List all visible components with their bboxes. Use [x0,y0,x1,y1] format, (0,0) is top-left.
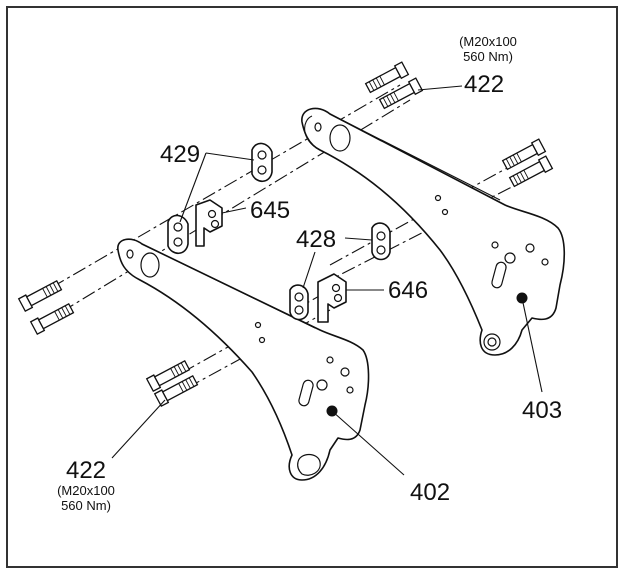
bracket-645 [195,199,223,247]
leader-428-right [344,237,373,241]
bolts-front [145,359,199,408]
plate-403-hole-d [491,241,499,249]
washer-428 [371,222,391,261]
plate-402-slot [298,379,314,407]
plate-403-bottom-boss-inner [487,337,497,347]
plate-403-small-hole [314,122,322,132]
plate-402-small-hole [126,249,134,259]
plate-403-hole-b [525,243,535,253]
leader-422-bottom [111,399,166,459]
label-422-bottom-spec1: (M20x100 [57,483,115,498]
plate-403-body [301,107,566,356]
plate-403-hole-e [434,194,442,202]
bolt-left-2 [29,302,75,336]
leader-429-lower [179,152,207,223]
leader-403 [521,297,543,393]
plate-402-hole-a [316,379,328,391]
plate-403-slot [491,261,507,289]
plate-403-hole-f [441,208,449,216]
leader-645 [221,207,247,214]
plate-402-hole-f [258,336,266,344]
bolt-left-1 [17,279,63,313]
leader-422-top [417,85,463,91]
plate-402-hole-e [254,321,262,329]
bolt-right-1 [501,138,547,171]
plate-403-top-edge [329,113,501,201]
plate-402-hole-c [346,386,354,394]
washer-429-lower [167,214,189,255]
plate-403-edge [304,115,321,151]
bolts-left [17,279,75,336]
leader-428-front [302,251,316,289]
bolts-right [501,138,554,188]
label-646: 646 [388,277,428,304]
washer-429-upper [251,142,273,183]
bolt-right-2 [508,155,554,188]
leader-lines [111,85,543,476]
bracket-646 [317,273,347,323]
plate-402-bottom-notch [297,453,321,476]
plate-403-pivot-hole [329,124,351,152]
label-402: 402 [410,479,450,506]
label-422-top-spec2: 560 Nm) [463,49,513,64]
dot-403 [516,292,528,304]
label-422-top-spec1: (M20x100 [459,34,517,49]
label-428: 428 [296,226,336,253]
washer-428-front [289,284,309,321]
bolt-front-2 [153,374,199,408]
label-429: 429 [160,141,200,168]
bolt-top-1 [364,61,410,94]
plate-402-hole-b [340,367,350,377]
label-403: 403 [522,397,562,424]
plate-402-pivot-hole [140,252,160,278]
plate-403-hole-c [541,258,549,266]
bolt-front-1 [145,359,191,393]
label-422-bottom: 422 [66,457,106,484]
leader-402 [331,410,405,476]
plate-402-hole-d [326,356,334,364]
plate-402 [117,238,370,481]
plate-403-hole-a [504,252,516,264]
plate-402-top-edge [141,243,316,329]
dot-402 [326,405,338,417]
label-645: 645 [250,197,290,224]
leader-429-upper [205,152,255,161]
label-422-top: 422 [464,71,504,98]
plate-403 [301,107,566,356]
plate-402-body [117,238,370,481]
label-422-bottom-spec2: 560 Nm) [61,498,111,513]
